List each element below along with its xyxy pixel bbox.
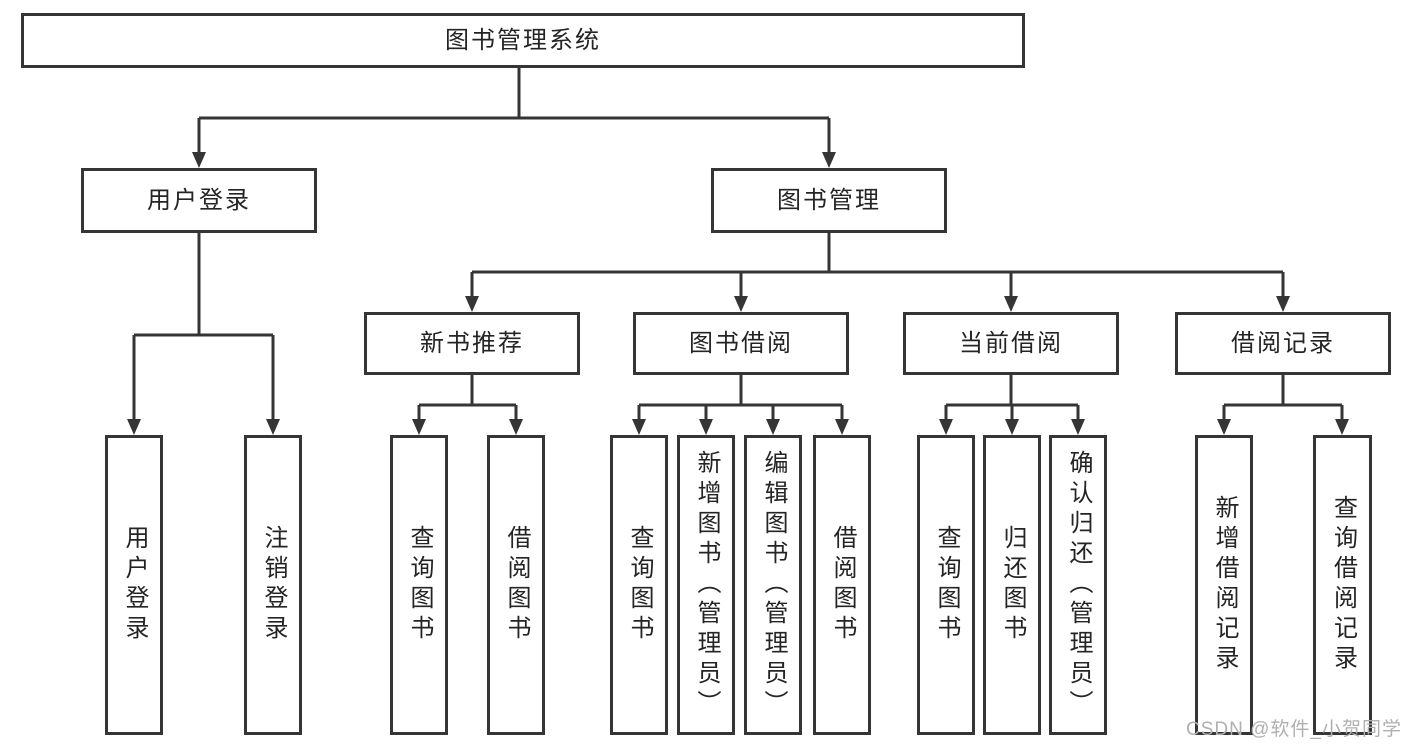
node-add-books-admin-label: 新增图书（管理员）: [693, 450, 720, 720]
node-query-books-current: 查询图书: [917, 435, 975, 735]
node-book-borrowing: 图书借阅: [633, 312, 849, 375]
node-user-login-branch-label: 用户登录: [147, 186, 251, 214]
node-return-books-label: 归还图书: [999, 525, 1026, 645]
edge-login-to-leaves: [127, 233, 280, 435]
node-borrow-books-newbook-label: 借阅图书: [503, 525, 530, 645]
watermark: CSDN @软件_小贺同学: [1186, 719, 1402, 740]
node-current-borrowing: 当前借阅: [903, 312, 1119, 375]
edge-borrow-to-leaves: [632, 375, 849, 435]
edge-records-to-leaves: [1217, 375, 1349, 435]
edge-root-to-level2: [192, 68, 836, 168]
node-query-books-current-label: 查询图书: [933, 525, 960, 645]
node-logout-leaf: 注销登录: [244, 435, 302, 735]
node-edit-books-admin-label: 编辑图书（管理员）: [760, 450, 787, 720]
edge-bookmgmt-to-level3: [465, 233, 1290, 312]
node-user-login-leaf-label: 用户登录: [121, 525, 148, 645]
node-borrow-books-newbook: 借阅图书: [487, 435, 545, 735]
node-book-management-branch: 图书管理: [711, 168, 947, 233]
node-current-borrowing-label: 当前借阅: [959, 329, 1063, 357]
node-book-management-branch-label: 图书管理: [777, 186, 881, 214]
node-query-borrow-record-label: 查询借阅记录: [1329, 495, 1357, 675]
node-user-login-branch: 用户登录: [81, 168, 317, 233]
node-confirm-return-admin: 确认归还（管理员）: [1049, 435, 1107, 735]
edge-newbook-to-leaves: [412, 375, 523, 435]
edge-current-to-leaves: [939, 375, 1085, 435]
node-user-login-leaf: 用户登录: [105, 435, 163, 735]
node-borrow-books-leaf: 借阅图书: [813, 435, 871, 735]
node-add-borrow-record-label: 新增借阅记录: [1211, 495, 1238, 675]
node-system-root-label: 图书管理系统: [445, 26, 601, 54]
node-book-borrowing-label: 图书借阅: [689, 329, 793, 357]
node-add-books-admin: 新增图书（管理员）: [677, 435, 735, 735]
node-query-books-borrow-label: 查询图书: [626, 525, 653, 645]
node-edit-books-admin: 编辑图书（管理员）: [744, 435, 802, 735]
node-query-books-newbook-label: 查询图书: [406, 525, 433, 645]
node-new-book-recommendation: 新书推荐: [364, 312, 580, 375]
node-query-books-newbook: 查询图书: [390, 435, 448, 735]
node-borrowing-records-label: 借阅记录: [1231, 329, 1335, 357]
node-return-books: 归还图书: [983, 435, 1041, 735]
node-query-borrow-record: 查询借阅记录: [1313, 435, 1372, 735]
node-query-books-borrow: 查询图书: [610, 435, 668, 735]
node-new-book-recommendation-label: 新书推荐: [420, 329, 524, 357]
node-borrow-books-leaf-label: 借阅图书: [829, 525, 856, 645]
node-add-borrow-record: 新增借阅记录: [1195, 435, 1253, 735]
node-borrowing-records: 借阅记录: [1175, 312, 1391, 375]
node-confirm-return-admin-label: 确认归还（管理员）: [1065, 450, 1092, 720]
node-logout-leaf-label: 注销登录: [260, 525, 287, 645]
node-system-root: 图书管理系统: [21, 13, 1025, 68]
